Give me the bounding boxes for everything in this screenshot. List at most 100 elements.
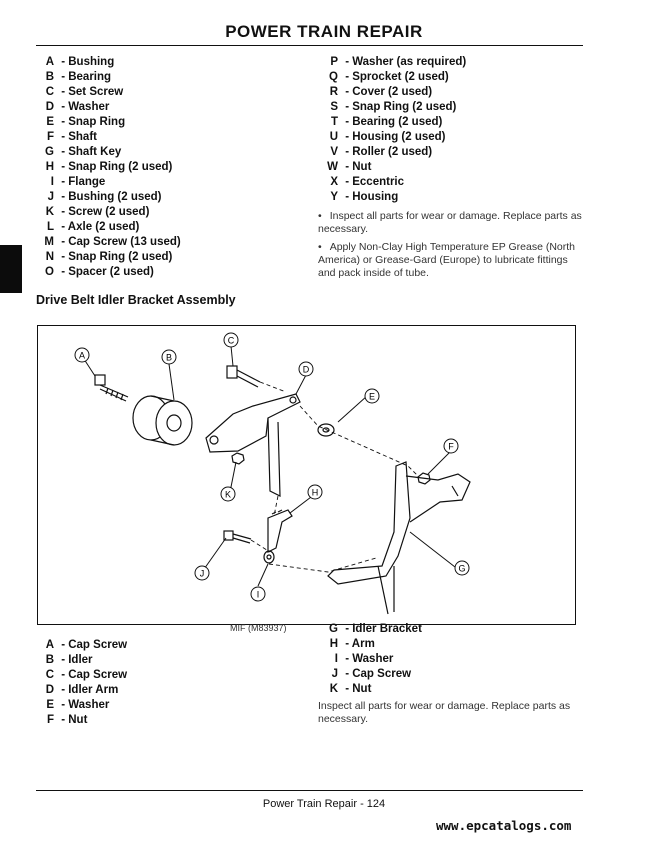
parts-list-item: S - Snap Ring (2 used) — [322, 100, 466, 115]
part-key: L — [46, 221, 54, 233]
part-key: J — [331, 668, 338, 680]
parts-list-item: K - Screw (2 used) — [38, 205, 181, 220]
callout-a: A — [74, 347, 90, 363]
washer-i-drawing — [263, 550, 275, 564]
separator: - — [58, 639, 69, 651]
part-key: Q — [329, 71, 338, 83]
parts-list-item: I - Washer — [322, 652, 422, 667]
part-label: Shaft — [68, 131, 97, 143]
separator: - — [58, 131, 69, 143]
part-label: Nut — [352, 683, 372, 695]
part-key: N — [45, 251, 54, 263]
figure-id: MIF (M83937) — [230, 623, 287, 633]
parts-list-item: H - Snap Ring (2 used) — [38, 160, 181, 175]
callout-label: C — [228, 336, 235, 346]
callout-c: C — [223, 332, 239, 348]
parts-list-item: D - Washer — [38, 100, 181, 115]
separator: - — [342, 116, 353, 128]
part-label: Flange — [68, 176, 106, 188]
separator: - — [58, 669, 69, 681]
parts-list-item: E - Washer — [38, 698, 127, 713]
separator: - — [342, 623, 353, 635]
separator: - — [58, 191, 69, 203]
part-label: Arm — [351, 638, 375, 650]
part-key: O — [45, 266, 54, 278]
part-key: P — [330, 56, 338, 68]
parts-list-item: C - Cap Screw — [38, 668, 127, 683]
part-key: C — [45, 669, 54, 681]
idler-pulley-b-drawing — [132, 395, 193, 446]
cap-screw-a-drawing — [94, 374, 129, 402]
part-label: Washer — [68, 699, 110, 711]
part-label: Shaft Key — [68, 146, 122, 158]
part-key: F — [46, 131, 54, 143]
part-label: Cap Screw — [68, 669, 128, 681]
separator: - — [58, 146, 69, 158]
separator: - — [342, 683, 353, 695]
callout-d: D — [298, 361, 314, 377]
part-key: K — [329, 683, 338, 695]
separator: - — [58, 221, 68, 233]
parts-list-item: U - Housing (2 used) — [322, 130, 466, 145]
part-key: K — [45, 206, 54, 218]
header-rule — [36, 45, 583, 46]
parts-list-item: X - Eccentric — [322, 175, 466, 190]
part-key: V — [330, 146, 338, 158]
parts-list-item: E - Snap Ring — [38, 115, 181, 130]
callout-label: A — [79, 351, 85, 361]
separator: - — [342, 653, 353, 665]
separator: - — [58, 654, 69, 666]
part-label: Bearing — [68, 71, 112, 83]
part-key: W — [327, 161, 338, 173]
part-key: U — [329, 131, 338, 143]
part-key: E — [46, 116, 54, 128]
callout-e: E — [364, 388, 380, 404]
nut-k-drawing — [231, 452, 245, 465]
callout-f: F — [443, 438, 459, 454]
callout-label: H — [312, 488, 319, 498]
part-label: Bearing (2 used) — [352, 116, 443, 128]
part-label: Snap Ring — [68, 116, 126, 128]
nut-f-drawing — [417, 472, 431, 485]
parts-list-item: D - Idler Arm — [38, 683, 127, 698]
parts-list-item: Q - Sprocket (2 used) — [322, 70, 466, 85]
part-key: T — [330, 116, 338, 128]
parts-list-item: L - Axle (2 used) — [38, 220, 181, 235]
parts-list-item: J - Bushing (2 used) — [38, 190, 181, 205]
part-label: Bushing — [68, 56, 115, 68]
footer-rule — [36, 790, 583, 791]
callout-g: G — [454, 560, 470, 576]
part-key: G — [329, 623, 338, 635]
parts-list-item: C - Set Screw — [38, 85, 181, 100]
separator: - — [58, 236, 69, 248]
callout-label: E — [369, 392, 375, 402]
callout-i: I — [250, 586, 266, 602]
parts-list-item: R - Cover (2 used) — [322, 85, 466, 100]
part-key: M — [44, 236, 54, 248]
bullet-icon: • — [318, 210, 322, 222]
parts-list-item: I - Flange — [38, 175, 181, 190]
callout-h: H — [307, 484, 323, 500]
part-label: Cap Screw — [352, 668, 412, 680]
callout-label: J — [200, 569, 205, 579]
part-key: I — [334, 653, 338, 665]
part-label: Axle (2 used) — [67, 221, 140, 233]
bullet-icon: • — [318, 241, 322, 253]
part-label: Snap Ring (2 used) — [352, 101, 457, 113]
separator: - — [58, 176, 69, 188]
separator: - — [58, 86, 69, 98]
part-key: G — [45, 146, 54, 158]
section-tab-marker — [0, 245, 22, 293]
separator: - — [342, 638, 352, 650]
part-label: Cap Screw (13 used) — [68, 236, 181, 248]
callout-label: F — [448, 442, 454, 452]
part-key: Y — [330, 191, 338, 203]
part-label: Snap Ring (2 used) — [68, 251, 173, 263]
parts-list-item: H - Arm — [322, 637, 422, 652]
parts-list-top-right: P - Washer (as required)Q - Sprocket (2 … — [322, 55, 466, 205]
part-label: Snap Ring (2 used) — [68, 161, 173, 173]
separator: - — [342, 131, 353, 143]
callout-k: K — [220, 486, 236, 502]
part-label: Set Screw — [68, 86, 124, 98]
